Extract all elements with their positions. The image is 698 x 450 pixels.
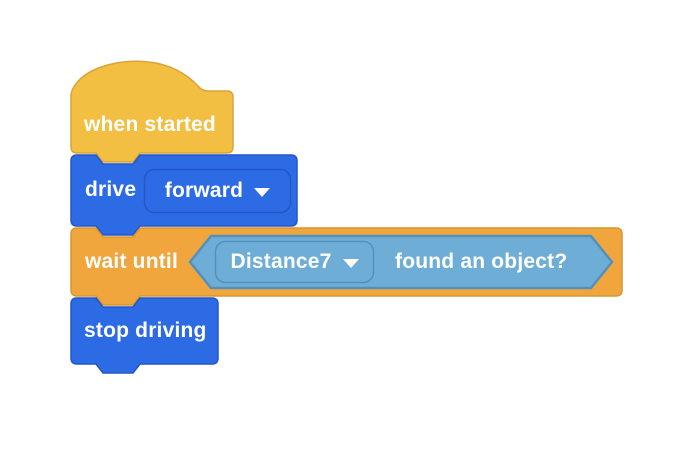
dropdown-arrow-icon[interactable] bbox=[254, 187, 271, 197]
drive-direction-value: forward bbox=[164, 178, 244, 202]
distance-sensor-dropdown[interactable]: Distance7 bbox=[215, 241, 374, 283]
dropdown-arrow-icon[interactable] bbox=[342, 259, 359, 268]
drive-direction-dropdown[interactable]: forward bbox=[144, 169, 291, 212]
drive-direction-dropdown-bg[interactable] bbox=[143, 168, 292, 214]
stop-driving-block[interactable] bbox=[70, 297, 219, 374]
when-started-block[interactable] bbox=[70, 60, 234, 163]
distance-sensor-value: Distance7 bbox=[230, 250, 332, 273]
distance-sensor-dropdown-bg[interactable] bbox=[214, 240, 375, 284]
